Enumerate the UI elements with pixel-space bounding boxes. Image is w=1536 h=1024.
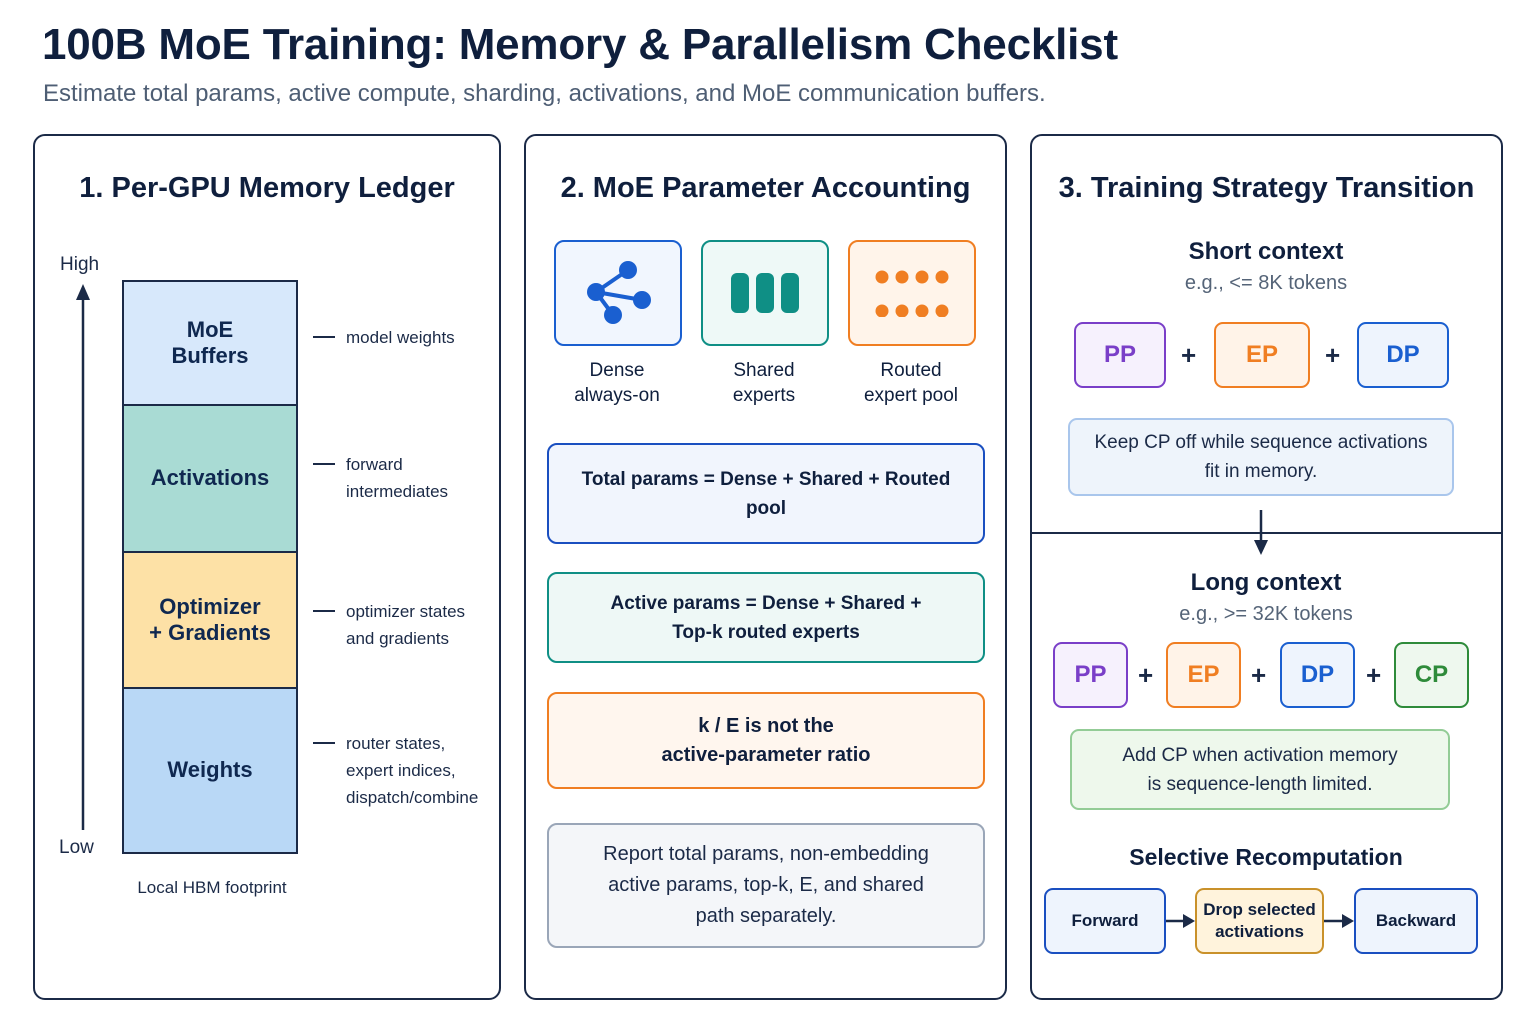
axis-low-label: Low	[59, 837, 94, 858]
panel-title-memory-ledger: 1. Per-GPU Memory Ledger	[79, 172, 455, 204]
long-context-example: e.g., >= 32K tokens	[1179, 603, 1353, 625]
plus-short-1: +	[1181, 340, 1197, 370]
routed-pool-icon	[875, 270, 949, 317]
box-total-params: Total params = Dense + Shared + Routed p…	[547, 443, 985, 544]
chip-long-cp: CP	[1394, 642, 1469, 708]
card-dense	[554, 240, 682, 346]
arrow-right-icon	[1324, 914, 1354, 928]
axis-high-label: High	[60, 254, 100, 275]
step-backward: Backward	[1354, 888, 1478, 954]
panel-divider	[1032, 532, 1501, 534]
segment-activations: Activations	[124, 404, 296, 551]
arrow-right-icon	[1166, 914, 1195, 928]
box-active-params: Active params = Dense + Shared +Top-k ro…	[547, 572, 985, 663]
plus-long-2: +	[1251, 660, 1267, 690]
plus-long-3: +	[1366, 660, 1382, 690]
step-forward: Forward	[1044, 888, 1166, 954]
panel-title-strategy: 3. Training Strategy Transition	[1058, 172, 1475, 204]
chip-long-ep: EP	[1166, 642, 1241, 708]
short-context-heading: Short context	[1188, 238, 1344, 265]
plus-long-1: +	[1138, 660, 1154, 690]
transition-arrow-icon	[1254, 510, 1268, 555]
chip-long-dp: DP	[1280, 642, 1355, 708]
long-context-heading: Long context	[1190, 569, 1342, 596]
segment-weights: Weights	[124, 687, 296, 852]
plus-short-2: +	[1325, 340, 1341, 370]
chip-long-pp: PP	[1053, 642, 1128, 708]
shared-experts-icon	[731, 273, 799, 313]
card-routed	[848, 240, 976, 346]
page-subtitle: Estimate total params, active compute, s…	[43, 80, 1046, 107]
panel-strategy: 3. Training Strategy Transition	[1030, 134, 1503, 1000]
network-share-icon	[587, 261, 651, 324]
axis-up-arrow-icon	[76, 284, 90, 830]
note-model-weights: model weights	[313, 324, 455, 351]
note-router-states: router states,expert indices,dispatch/co…	[313, 730, 478, 811]
chip-short-ep: EP	[1214, 322, 1310, 388]
recompute-heading: Selective Recomputation	[1129, 844, 1403, 870]
short-context-example: e.g., <= 8K tokens	[1184, 272, 1348, 294]
chip-short-pp: PP	[1074, 322, 1166, 388]
card-shared	[701, 240, 829, 346]
segment-optimizer-gradients: Optimizer+ Gradients	[124, 551, 296, 687]
chip-short-dp: DP	[1357, 322, 1449, 388]
panel-title-param-accounting: 2. MoE Parameter Accounting	[560, 172, 971, 204]
memory-caption: Local HBM footprint	[137, 878, 287, 897]
page-title: 100B MoE Training: Memory & Parallelism …	[42, 20, 1118, 69]
